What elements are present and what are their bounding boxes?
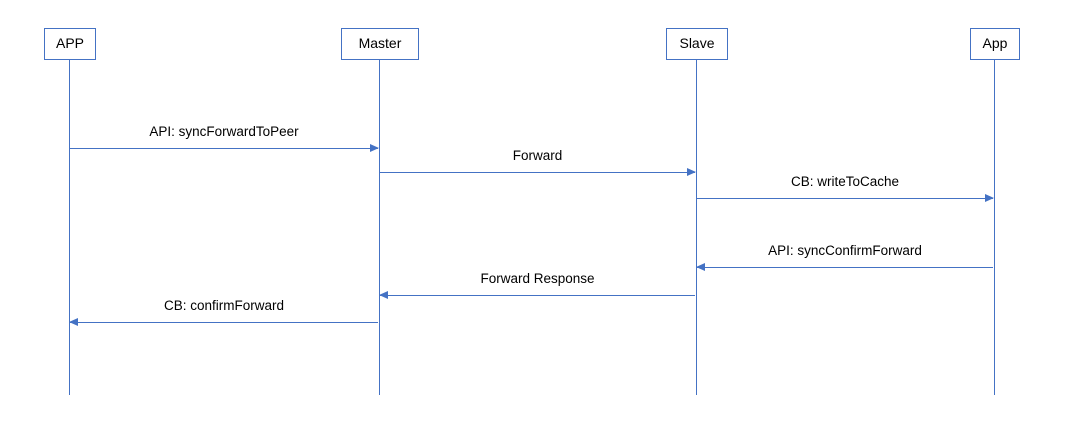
arrowhead-left-icon [69, 318, 78, 326]
lifeline-app-left [69, 60, 70, 395]
lifeline-slave [696, 60, 697, 395]
message-line [380, 172, 695, 173]
message-label: CB: confirmForward [163, 298, 285, 313]
actor-box-app-left: APP [44, 28, 96, 60]
message-label: API: syncForwardToPeer [149, 124, 299, 139]
lifeline-app-right [994, 60, 995, 395]
message-line [70, 322, 378, 323]
message-label: CB: writeToCache [790, 174, 900, 189]
lifeline-master [379, 60, 380, 395]
message-label: API: syncConfirmForward [768, 243, 922, 258]
arrowhead-left-icon [696, 263, 705, 271]
arrowhead-left-icon [379, 291, 388, 299]
message-line [380, 295, 695, 296]
message-label: Forward Response [480, 271, 595, 286]
actor-box-app-right: App [970, 28, 1020, 60]
message-line [70, 148, 378, 149]
actor-box-master: Master [341, 28, 419, 60]
arrowhead-right-icon [370, 144, 379, 152]
arrowhead-right-icon [985, 194, 994, 202]
arrowhead-right-icon [687, 168, 696, 176]
message-line [697, 267, 993, 268]
actor-box-slave: Slave [666, 28, 728, 60]
message-label: Forward [512, 148, 563, 163]
message-line [697, 198, 993, 199]
